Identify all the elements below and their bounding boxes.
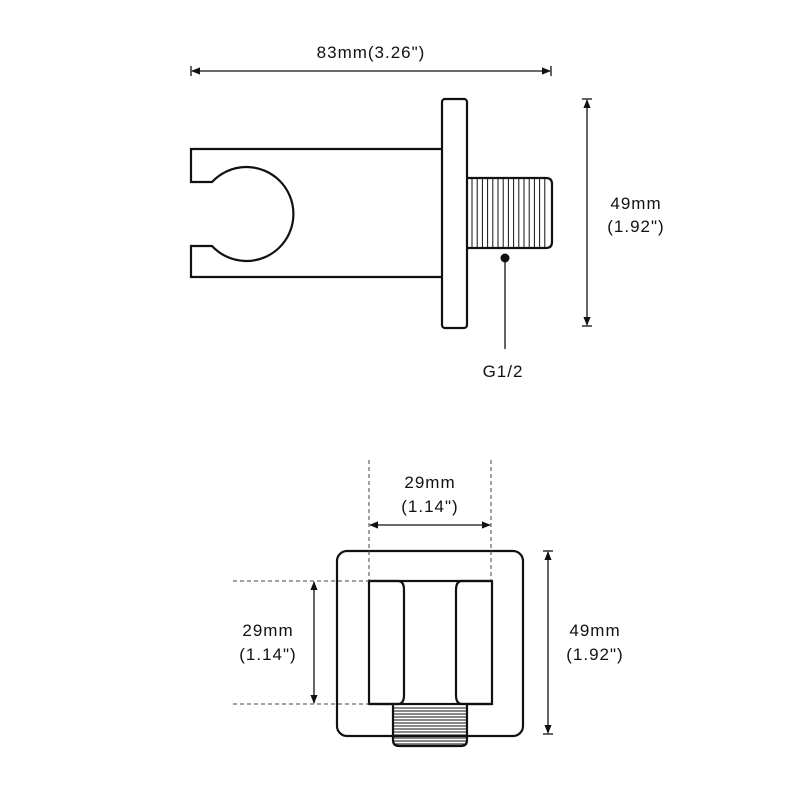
width-dimension: 29mm (1.14") <box>368 460 492 581</box>
inner-height-dimension: 29mm (1.14") <box>233 580 369 705</box>
wall-flange <box>440 97 469 330</box>
front-view: 29mm (1.14") 29mm (1.14") 49mm (1.92") <box>233 460 623 748</box>
side-view: 83mm(3.26") G1/2 49mm (1.92") <box>189 43 664 381</box>
height-mm-label: 49mm <box>610 194 661 213</box>
plate-height-in-label: (1.92") <box>566 645 623 664</box>
left-slot <box>369 579 406 706</box>
inner-block <box>367 579 494 706</box>
width-in-label: (1.14") <box>401 497 458 516</box>
thread-side <box>467 176 554 250</box>
outer-plate <box>335 549 525 738</box>
length-dimension: 83mm(3.26") <box>190 43 552 76</box>
holder-body <box>189 147 442 279</box>
plate-height-mm-label: 49mm <box>569 621 620 640</box>
inner-height-mm-label: 29mm <box>242 621 293 640</box>
thread-label: G1/2 <box>483 362 524 381</box>
thread-callout: G1/2 <box>483 253 524 381</box>
inner-height-in-label: (1.14") <box>239 645 296 664</box>
thread-front <box>391 704 469 748</box>
height-in-label: (1.92") <box>607 217 664 236</box>
right-slot <box>454 579 492 706</box>
length-label: 83mm(3.26") <box>317 43 426 62</box>
height-dimension: 49mm (1.92") <box>582 98 664 327</box>
plate-height-dimension: 49mm (1.92") <box>543 550 623 735</box>
width-mm-label: 29mm <box>404 473 455 492</box>
